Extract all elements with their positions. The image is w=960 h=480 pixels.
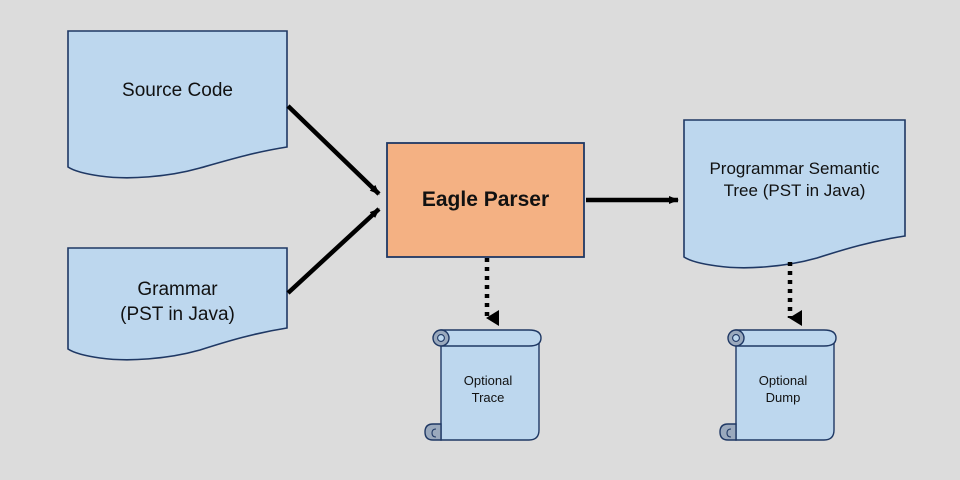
node-grammar[interactable] — [67, 247, 288, 361]
optional-trace-sheet — [440, 337, 540, 441]
node-pst[interactable] — [683, 119, 906, 269]
eagle-parser-rect — [386, 142, 585, 258]
edge-source-to-parser[interactable] — [286, 104, 381, 196]
node-source-code[interactable] — [67, 30, 288, 179]
source-code-document-shape — [67, 30, 288, 179]
optional-dump-bottom-curl — [719, 423, 737, 441]
node-eagle-parser[interactable] — [386, 142, 585, 258]
node-optional-trace[interactable] — [424, 329, 542, 441]
optional-trace-top-curl-inner — [437, 334, 445, 342]
optional-trace-bottom-curl — [424, 423, 442, 441]
grammar-document-shape — [67, 247, 288, 361]
optional-trace-top-roll — [440, 329, 542, 347]
optional-trace-bottom-curl-inner — [431, 428, 437, 438]
pst-document-shape — [683, 119, 906, 269]
edge-grammar-to-parser[interactable] — [286, 207, 381, 295]
optional-dump-sheet — [735, 337, 835, 441]
optional-dump-top-curl-inner — [732, 334, 740, 342]
optional-dump-bottom-curl-inner — [726, 428, 732, 438]
node-optional-dump[interactable] — [719, 329, 837, 441]
optional-dump-top-roll — [735, 329, 837, 347]
